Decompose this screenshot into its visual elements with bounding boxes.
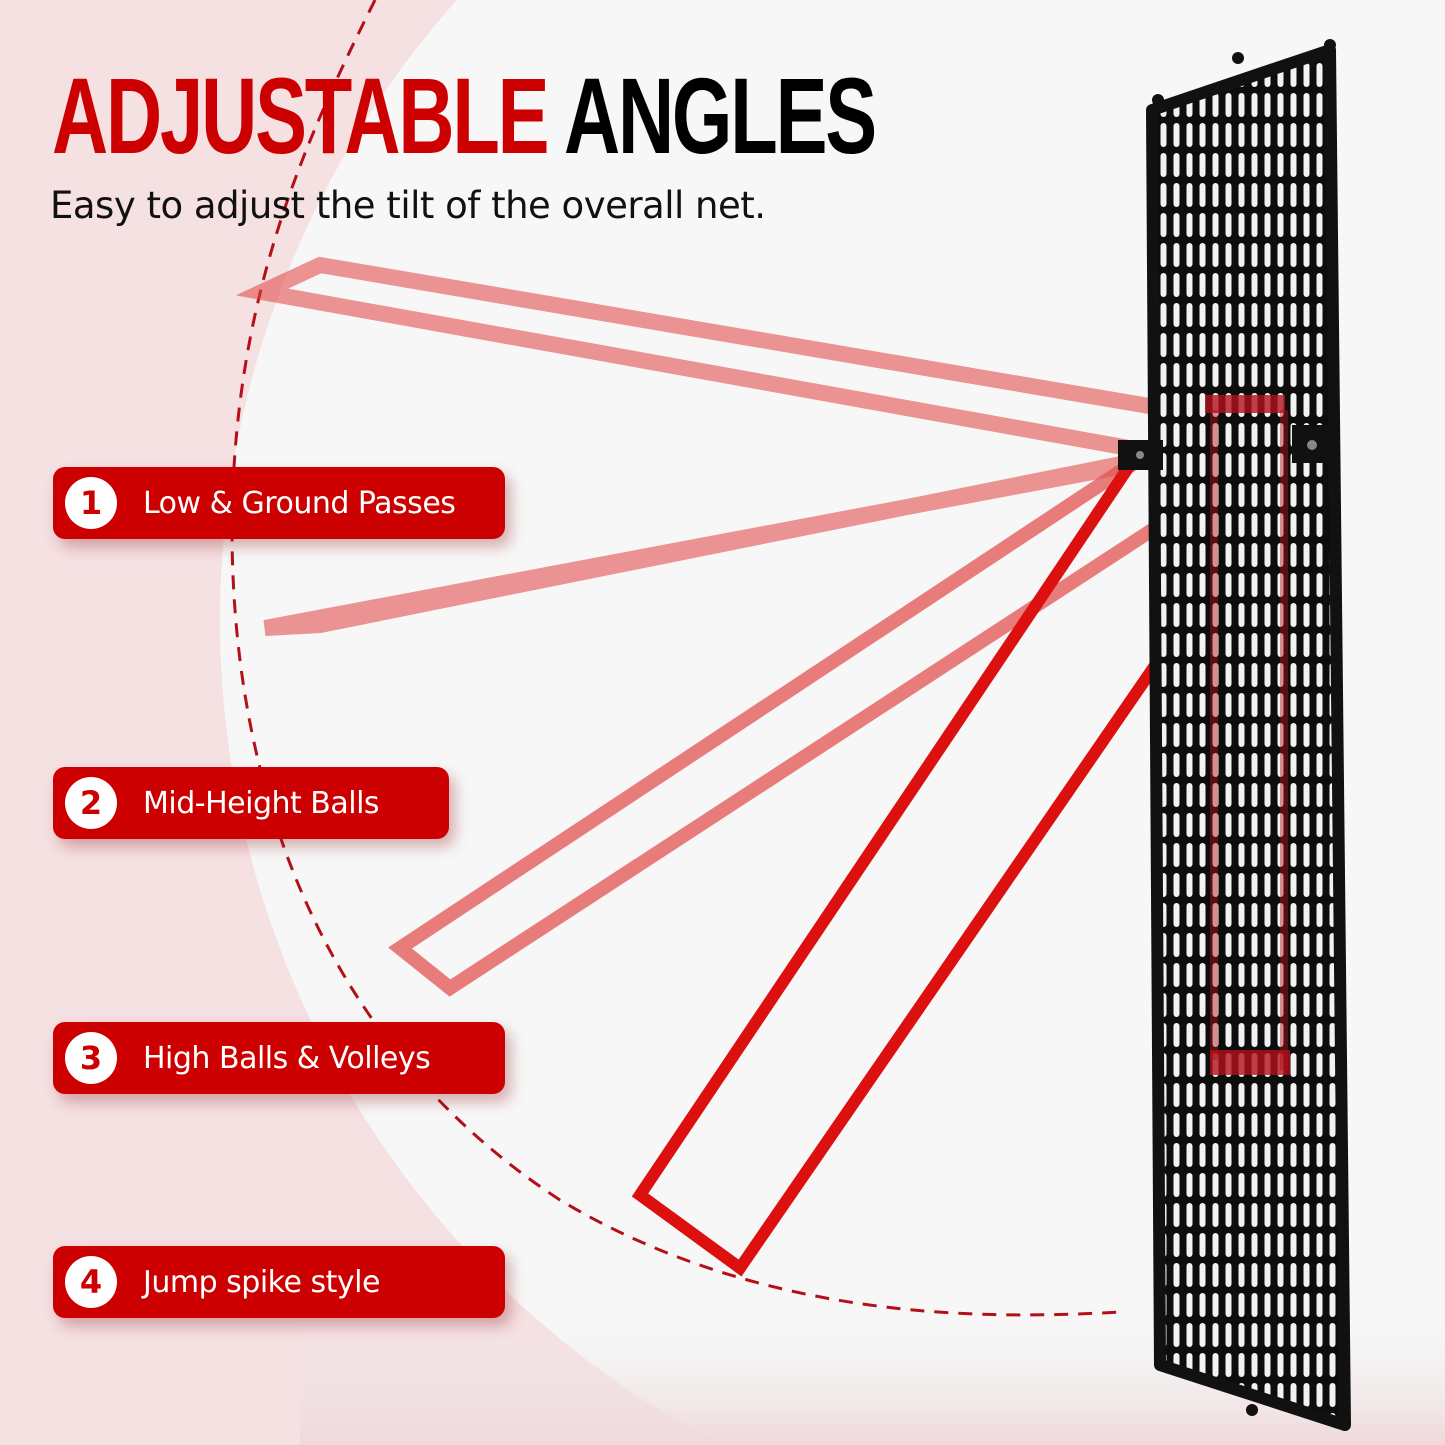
angle-badge-4: 4 Jump spike style [53,1246,505,1318]
rebounder-net [1118,39,1351,1431]
dashed-arc [230,0,1121,1317]
frame-position-1 [235,256,1298,458]
number-circle-icon: 1 [65,477,117,529]
angle-badge-2: 2 Mid-Height Balls [53,767,449,839]
angle-badge-1: 1 Low & Ground Passes [53,467,505,539]
frame-position-4 [631,449,1306,1277]
angle-badge-3: 3 High Balls & Volleys [53,1022,505,1094]
page-title: ADJUSTABLE ANGLES [52,62,877,170]
white-circle [220,0,1445,1445]
title-part-angles: ANGLES [563,55,877,176]
title-part-adjustable: ADJUSTABLE [52,55,550,176]
frame-position-2 [263,422,1298,636]
angle-label: Mid-Height Balls [143,785,380,821]
angle-label: High Balls & Volleys [143,1040,431,1076]
angle-label: Low & Ground Passes [143,485,456,521]
subtitle: Easy to adjust the tilt of the overall n… [50,184,766,227]
number-circle-icon: 4 [65,1256,117,1308]
frame-position-3 [388,433,1297,997]
number-circle-icon: 2 [65,777,117,829]
number-circle-icon: 3 [65,1032,117,1084]
angle-label: Jump spike style [143,1264,380,1300]
